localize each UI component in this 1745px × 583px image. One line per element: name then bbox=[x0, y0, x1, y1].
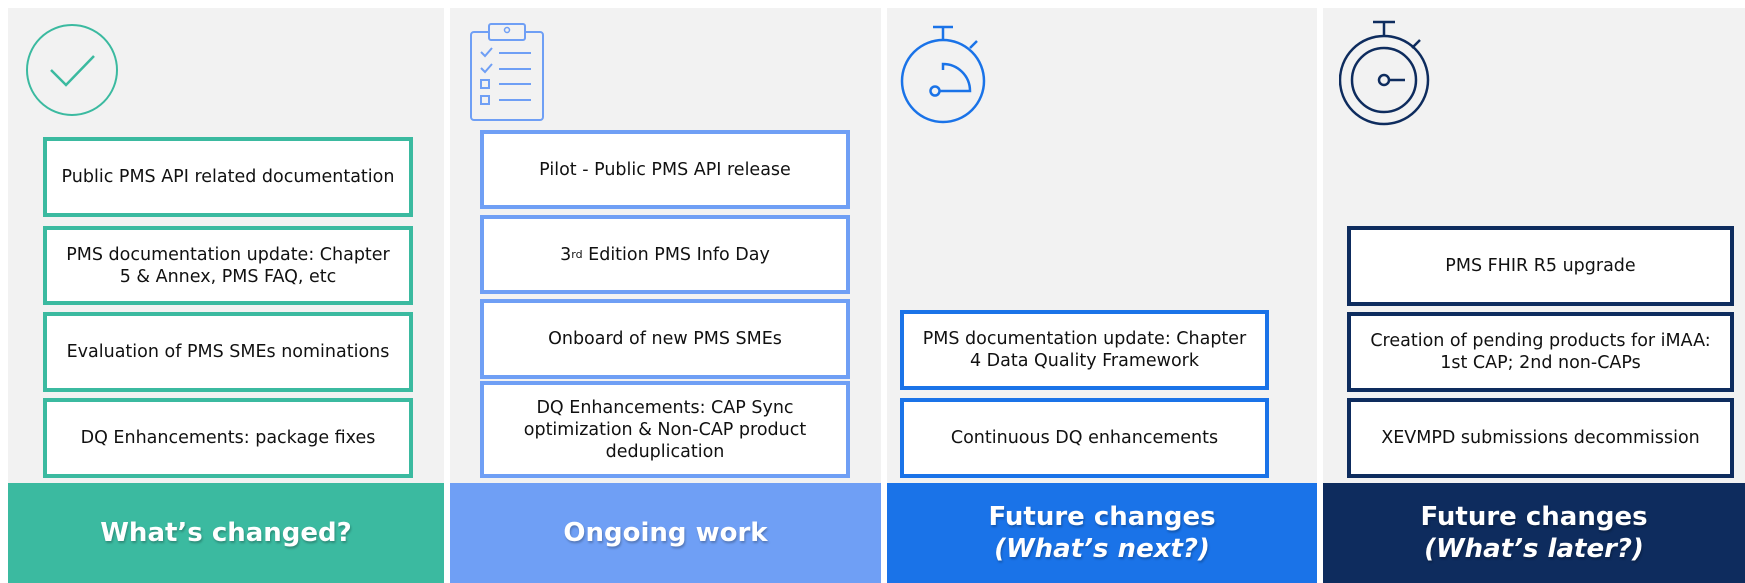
column-whats-changed: Public PMS API related documentation PMS… bbox=[8, 0, 444, 583]
card-pilot-public-pms-api: Pilot - Public PMS API release bbox=[480, 130, 850, 209]
card-pms-doc-chapter-4: PMS documentation update: Chapter 4 Data… bbox=[900, 310, 1269, 390]
footer-title: What’s changed? bbox=[100, 518, 352, 548]
column-body: PMS FHIR R5 upgrade Creation of pending … bbox=[1323, 8, 1745, 483]
card-continuous-dq: Continuous DQ enhancements bbox=[900, 398, 1269, 478]
column-future-next: PMS documentation update: Chapter 4 Data… bbox=[887, 0, 1317, 583]
card-dq-package-fixes: DQ Enhancements: package fixes bbox=[43, 398, 413, 478]
column-footer: Future changes (What’s later?) bbox=[1323, 483, 1745, 583]
info-day-label: Edition PMS Info Day bbox=[582, 244, 770, 265]
column-footer: Ongoing work bbox=[450, 483, 881, 583]
footer-title: Ongoing work bbox=[563, 518, 768, 548]
card-onboard-pms-smes: Onboard of new PMS SMEs bbox=[480, 299, 850, 379]
card-pending-products-imaa: Creation of pending products for iMAA: 1… bbox=[1347, 312, 1734, 392]
column-body: Public PMS API related documentation PMS… bbox=[8, 8, 444, 483]
clipboard-checklist-icon bbox=[470, 23, 544, 121]
card-xevmpd-decommission: XEVMPD submissions decommission bbox=[1347, 398, 1734, 478]
column-body: PMS documentation update: Chapter 4 Data… bbox=[887, 8, 1317, 483]
column-footer: What’s changed? bbox=[8, 483, 444, 583]
footer-title: Future changes bbox=[988, 502, 1216, 532]
stopwatch-icon bbox=[900, 25, 986, 124]
info-day-ordinal: 3 bbox=[560, 244, 572, 265]
card-pms-fhir-r5: PMS FHIR R5 upgrade bbox=[1347, 226, 1734, 306]
card-public-pms-api-docs: Public PMS API related documentation bbox=[43, 137, 413, 217]
column-future-later: PMS FHIR R5 upgrade Creation of pending … bbox=[1323, 0, 1745, 583]
column-footer: Future changes (What’s next?) bbox=[887, 483, 1317, 583]
checkmark-circle-icon bbox=[26, 24, 118, 116]
card-evaluation-pms-smes: Evaluation of PMS SMEs nominations bbox=[43, 312, 413, 392]
stopwatch-icon bbox=[1339, 20, 1430, 126]
footer-title: Future changes bbox=[1420, 502, 1648, 532]
card-dq-cap-sync: DQ Enhancements: CAP Sync optimization &… bbox=[480, 381, 850, 478]
footer-subtitle: (What’s later?) bbox=[1424, 534, 1644, 564]
footer-subtitle: (What’s next?) bbox=[994, 534, 1210, 564]
card-pms-documentation-update: PMS documentation update: Chapter 5 & An… bbox=[43, 226, 413, 305]
